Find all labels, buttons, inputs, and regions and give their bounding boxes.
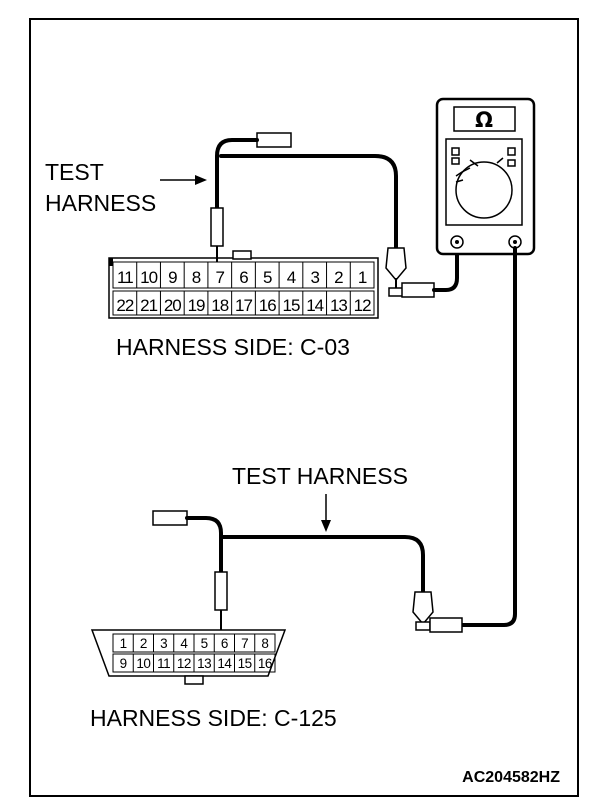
pin-number-9: 9 [120, 656, 127, 671]
harness-side-c03-label: HARNESS SIDE: C-03 [116, 334, 350, 360]
pin-number-21: 21 [140, 296, 157, 315]
figure-frame [29, 18, 579, 797]
pin-number-1: 1 [120, 636, 127, 651]
pin-number-5: 5 [201, 636, 208, 651]
pin-number-8: 8 [261, 636, 268, 651]
pin-number-4: 4 [180, 636, 188, 651]
pin-number-6: 6 [221, 636, 228, 651]
pin-number-6: 6 [239, 268, 248, 287]
connector-c125 [90, 629, 287, 685]
pointer-arrow-icon [160, 175, 207, 185]
pin-number-17: 17 [235, 296, 252, 315]
harness-side-c125-label: HARNESS SIDE: C-125 [90, 705, 337, 731]
pointer-arrow-down-icon [321, 494, 331, 532]
pin-number-15: 15 [238, 656, 252, 671]
test-harness-upper [210, 132, 459, 298]
pin-number-14: 14 [306, 296, 323, 315]
pin-number-11: 11 [117, 268, 133, 287]
test-harness-lower [152, 510, 463, 633]
test-harness-upper-label-line1: TEST [45, 159, 104, 185]
pin-number-12: 12 [354, 296, 371, 315]
pin-number-5: 5 [263, 268, 272, 287]
pin-number-13: 13 [330, 296, 347, 315]
pin-number-7: 7 [216, 268, 225, 287]
pin-number-1: 1 [358, 268, 367, 287]
pin-number-3: 3 [310, 268, 319, 287]
pin-number-14: 14 [217, 656, 232, 671]
ohm-icon: Ω [475, 108, 493, 132]
multimeter: Ω [435, 97, 536, 256]
test-harness-upper-label-line2: HARNESS [45, 190, 156, 216]
pin-number-4: 4 [287, 268, 296, 287]
pin-number-9: 9 [168, 268, 177, 287]
pin-number-22: 22 [116, 296, 133, 315]
pin-number-2: 2 [140, 636, 147, 651]
connector-c125-bottom-row: 9 10 11 12 13 14 15 16 [120, 654, 272, 672]
pin-number-15: 15 [282, 296, 299, 315]
pin-number-16: 16 [258, 656, 272, 671]
pin-number-7: 7 [241, 636, 248, 651]
pin-number-10: 10 [136, 656, 150, 671]
pin-number-12: 12 [177, 656, 191, 671]
pin-number-20: 20 [164, 296, 181, 315]
pin-number-18: 18 [211, 296, 228, 315]
pin-number-10: 10 [140, 268, 157, 287]
pin-number-13: 13 [197, 656, 211, 671]
pin-number-19: 19 [188, 296, 205, 315]
pin-number-2: 2 [334, 268, 343, 287]
connector-c03 [108, 250, 379, 319]
test-harness-lower-label: TEST HARNESS [232, 463, 408, 489]
pin-number-8: 8 [192, 268, 201, 287]
connector-c03-bottom-row: 22 21 20 19 18 17 16 15 14 13 12 [116, 291, 372, 315]
meter-lead-wire [460, 246, 517, 627]
pin-number-3: 3 [160, 636, 167, 651]
figure-code: AC204582HZ [462, 769, 560, 786]
pin-number-11: 11 [157, 656, 170, 671]
pin-number-16: 16 [259, 296, 276, 315]
